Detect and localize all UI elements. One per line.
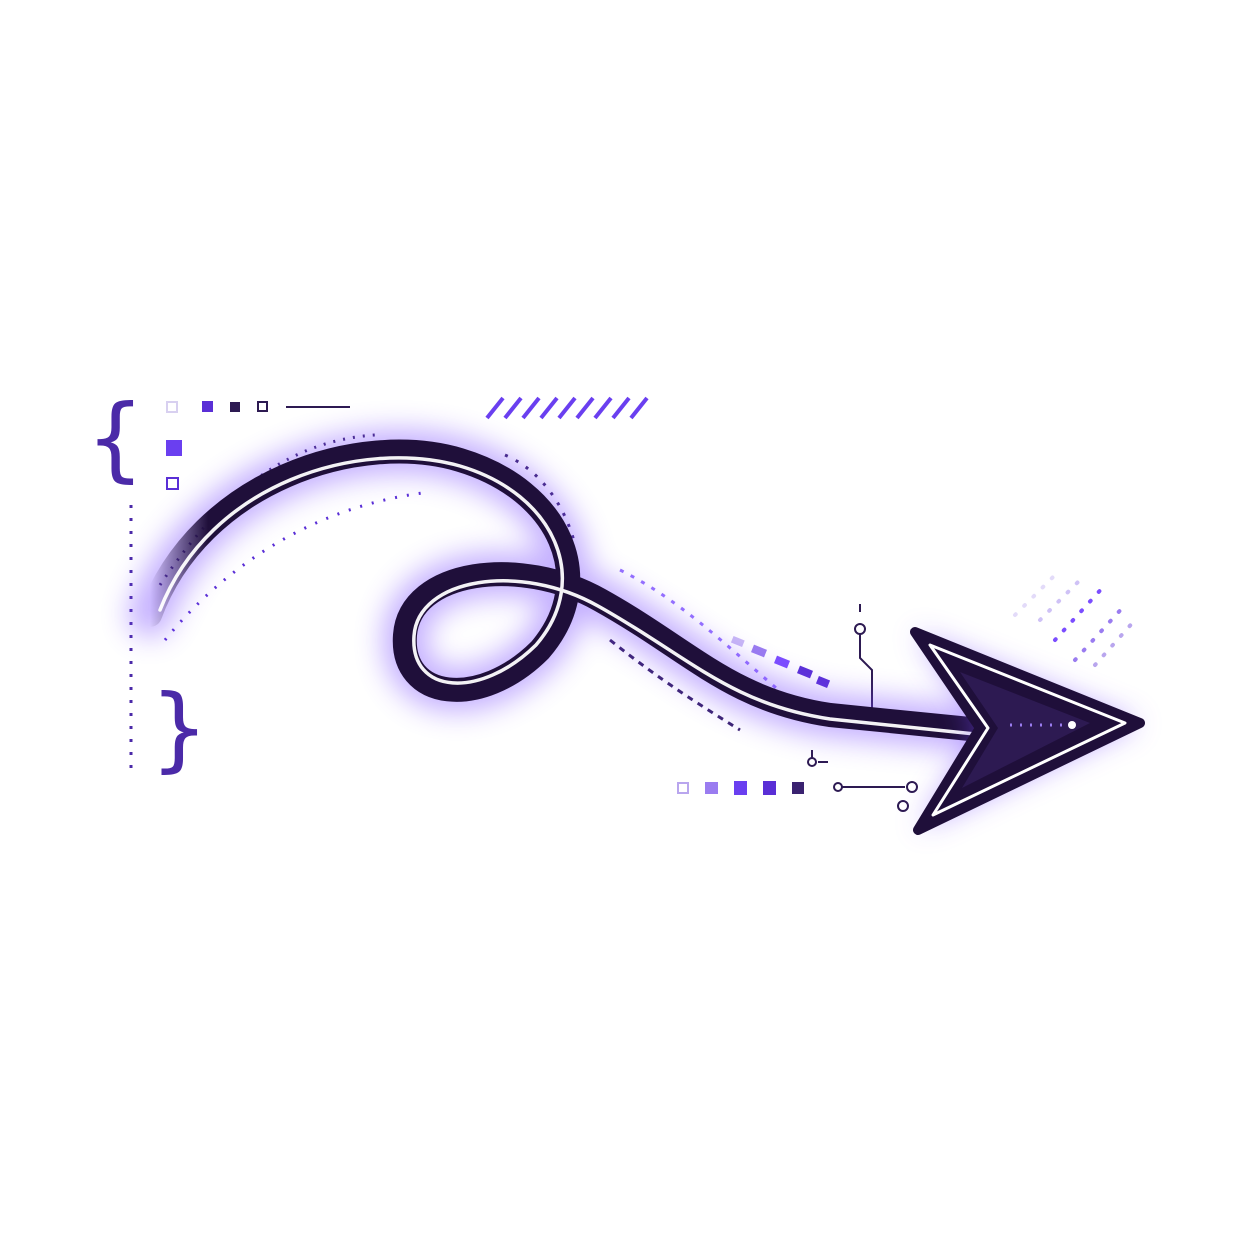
right-dotted-diagonals bbox=[1013, 573, 1137, 667]
bottom-square-markers bbox=[677, 781, 804, 795]
circuit-node-lines bbox=[807, 604, 918, 812]
diagonal-hatch-marks bbox=[485, 396, 649, 420]
arrow-head bbox=[910, 627, 1145, 835]
close-brace-glyph: } bbox=[150, 675, 209, 782]
brace-decoration-group: { } bbox=[86, 385, 209, 782]
dash-markers bbox=[730, 635, 831, 688]
open-brace-glyph: { bbox=[86, 385, 145, 492]
top-left-square-markers bbox=[166, 401, 350, 490]
arrow-shaft bbox=[128, 429, 1002, 752]
